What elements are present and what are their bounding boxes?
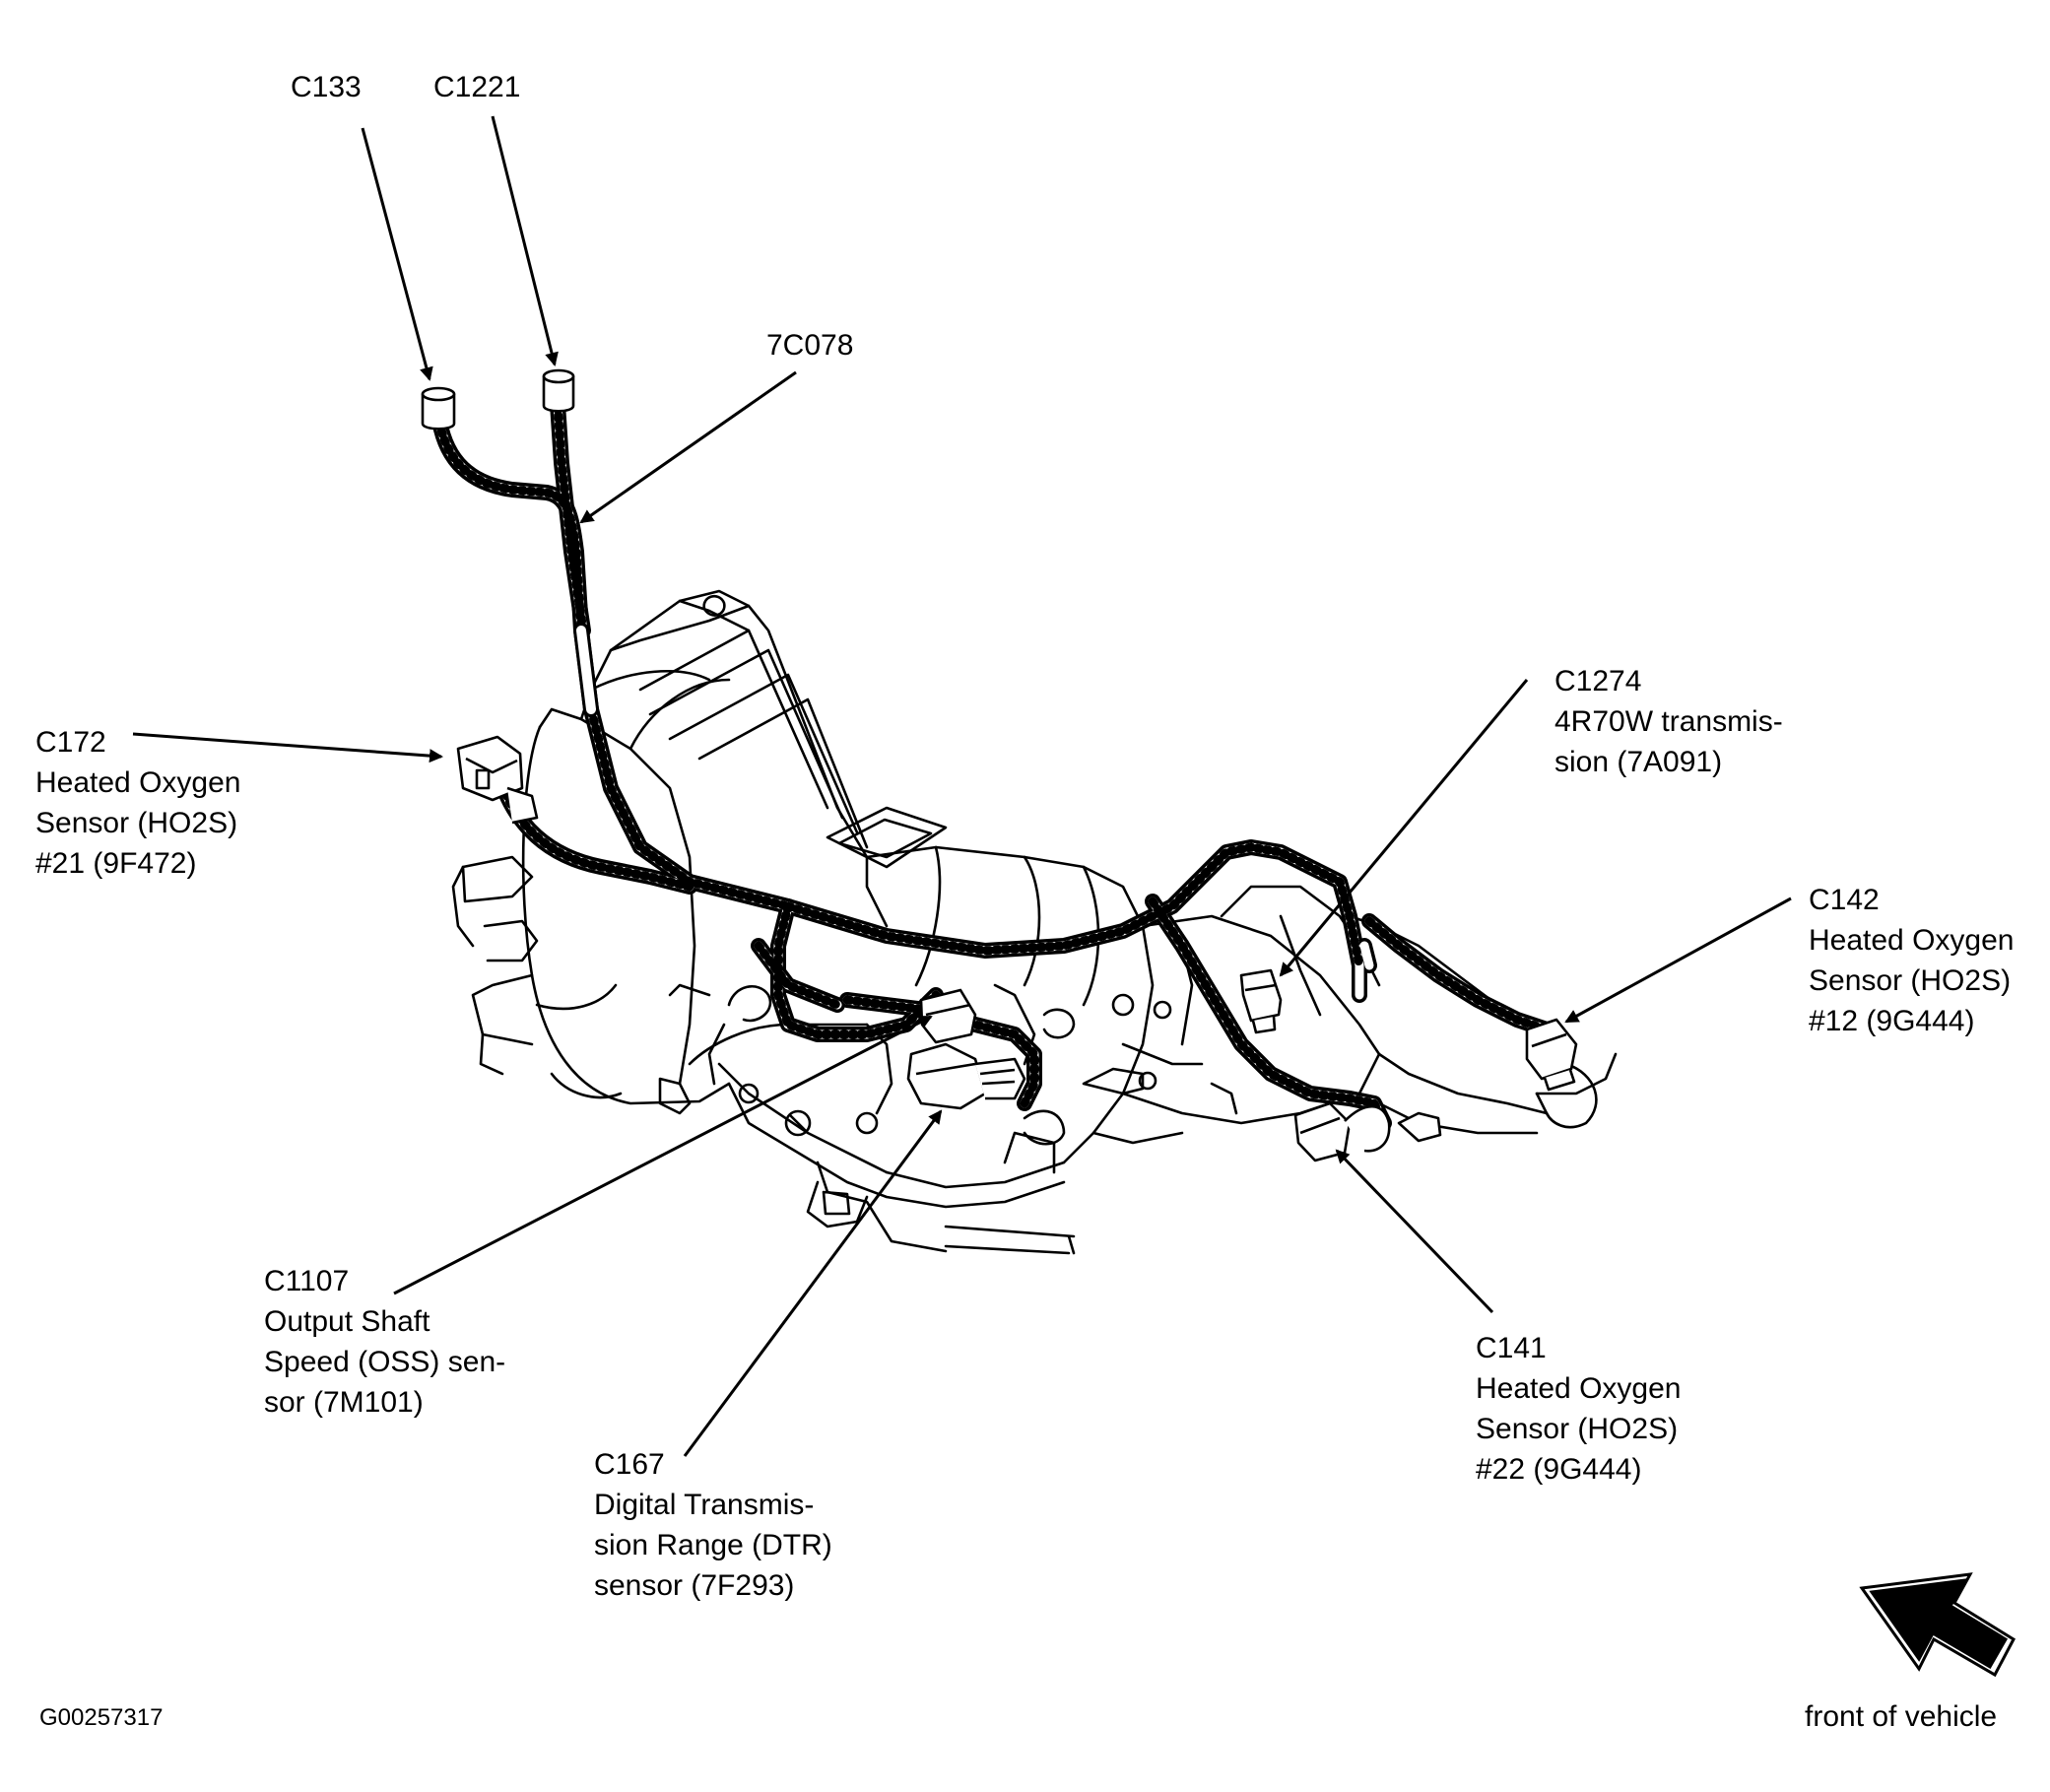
- front-of-vehicle-label: front of vehicle: [1805, 1700, 1998, 1733]
- label-c141-line1: Heated Oxygen: [1476, 1372, 1682, 1405]
- label-c1107-line2: Speed (OSS) sen-: [264, 1346, 506, 1378]
- connector-c167: [906, 1042, 1026, 1110]
- connector-c1274: [1239, 968, 1283, 1034]
- label-c167-id: C167: [594, 1448, 665, 1481]
- front-of-vehicle-arrow: [1859, 1572, 2016, 1678]
- connectors: [421, 368, 1578, 1162]
- leader-c133: [361, 127, 433, 381]
- leader-c172: [132, 732, 443, 763]
- connector-c141: [1293, 1101, 1442, 1162]
- label-c1107-line3: sor (7M101): [264, 1386, 424, 1419]
- label-c172-line3: #21 (9F472): [35, 847, 197, 880]
- label-7c078-id: 7C078: [766, 329, 854, 362]
- leader-c1107: [393, 1015, 933, 1295]
- label-c1107: C1107 Output Shaft Speed (OSS) sen- sor …: [264, 1261, 505, 1423]
- label-c141-id: C141: [1476, 1332, 1547, 1364]
- label-c1274-id: C1274: [1554, 665, 1642, 697]
- label-c141: C141 Heated Oxygen Sensor (HO2S) #22 (9G…: [1476, 1328, 1681, 1490]
- label-7c078: 7C078: [766, 325, 853, 365]
- leader-c1221: [491, 115, 559, 366]
- leader-lines: [132, 115, 1792, 1457]
- label-c172: C172 Heated Oxygen Sensor (HO2S) #21 (9F…: [35, 722, 240, 884]
- label-c142-id: C142: [1809, 884, 1880, 916]
- label-c1221: C1221: [433, 67, 520, 107]
- connector-c142: [1525, 1018, 1578, 1092]
- label-c172-line1: Heated Oxygen: [35, 766, 241, 799]
- label-c141-line3: #22 (9G444): [1476, 1453, 1642, 1486]
- connector-c133: [421, 386, 456, 431]
- label-c142-line1: Heated Oxygen: [1809, 924, 2015, 957]
- label-c141-line2: Sensor (HO2S): [1476, 1413, 1679, 1445]
- transmission-drawing: [451, 589, 1618, 1255]
- label-c172-id: C172: [35, 726, 106, 759]
- label-c167-line3: sensor (7F293): [594, 1569, 795, 1602]
- label-c172-line2: Sensor (HO2S): [35, 807, 238, 839]
- leader-c1274: [1279, 679, 1529, 977]
- leader-c141: [1335, 1149, 1494, 1314]
- connector-c1221: [542, 368, 575, 413]
- figure-code: G00257317: [39, 1704, 164, 1731]
- label-c133: C133: [291, 67, 362, 107]
- label-c1274-line2: sion (7A091): [1554, 746, 1723, 778]
- label-c1221-id: C1221: [433, 71, 521, 103]
- wiring-harness: [430, 381, 1554, 1131]
- label-c167-line1: Digital Transmis-: [594, 1489, 815, 1521]
- label-c142-line3: #12 (9G444): [1809, 1005, 1975, 1037]
- label-c142: C142 Heated Oxygen Sensor (HO2S) #12 (9G…: [1809, 880, 2014, 1041]
- connector-c172: [456, 735, 539, 825]
- label-c1274: C1274 4R70W transmis- sion (7A091): [1554, 661, 1783, 782]
- label-c167: C167 Digital Transmis- sion Range (DTR) …: [594, 1444, 832, 1606]
- label-c1107-line1: Output Shaft: [264, 1305, 430, 1338]
- leader-c142: [1564, 896, 1792, 1024]
- label-c1107-id: C1107: [264, 1265, 350, 1297]
- label-c142-line2: Sensor (HO2S): [1809, 964, 2012, 997]
- label-c1274-line1: 4R70W transmis-: [1554, 705, 1783, 738]
- leader-c167: [683, 1109, 943, 1457]
- label-c167-line2: sion Range (DTR): [594, 1529, 832, 1561]
- leader-7c078: [579, 370, 797, 524]
- label-c133-id: C133: [291, 71, 362, 103]
